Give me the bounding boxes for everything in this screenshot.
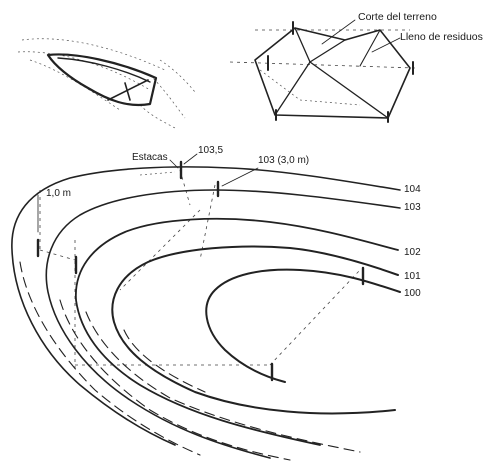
cut-label: Corte del terreno	[358, 11, 437, 23]
contour-label-104: 104	[404, 184, 421, 195]
contour-label-103: 103	[404, 202, 421, 213]
contour-label-101: 101	[404, 271, 421, 282]
stake-markers	[36, 160, 365, 382]
contour-plan: Estacas 103,5 103 (3,0 m) 1,0 m 104 103 …	[11, 145, 421, 461]
contour-line-101	[111, 245, 399, 415]
fill-label: Lleno de residuos	[400, 31, 483, 43]
contour-line-104	[11, 166, 401, 446]
contour-line-102	[75, 217, 399, 446]
contour-label-102: 102	[404, 247, 421, 258]
contour-line-103	[45, 189, 401, 459]
spacing-label: 1,0 m	[46, 188, 71, 199]
contour-label-100: 100	[404, 288, 421, 299]
cut-fill-sketch: Corte del terreno Lleno de residuos	[229, 11, 483, 123]
contour-line-100	[205, 268, 401, 383]
reference-height-label: 103 (3,0 m)	[258, 155, 309, 166]
stake-height-label: 103,5	[198, 145, 223, 156]
stakes-label: Estacas	[132, 152, 168, 163]
trench-sketch	[17, 38, 196, 129]
